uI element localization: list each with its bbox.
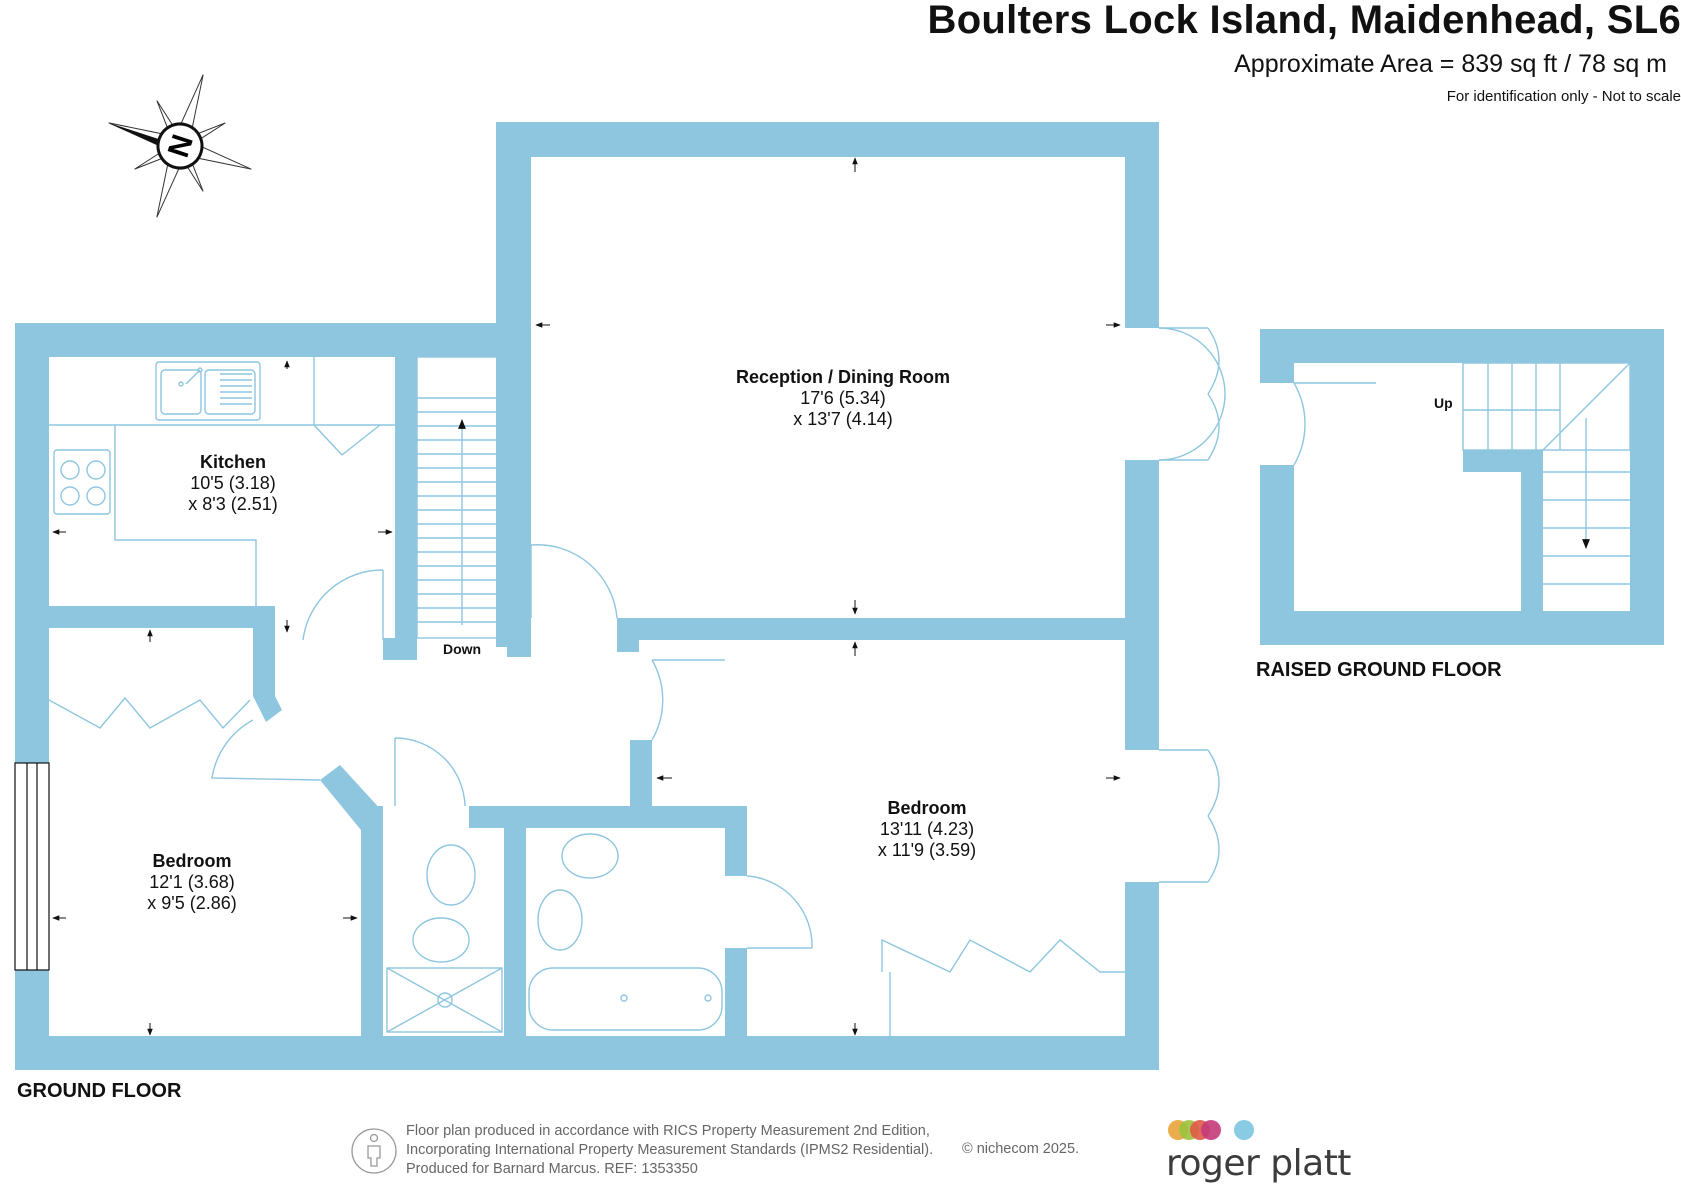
copyright-notice: © nichecom 2025. <box>962 1141 1080 1157</box>
compass-rose-icon <box>108 74 252 218</box>
approximate-area: Approximate Area = 839 sq ft / 78 sq m <box>1234 50 1667 78</box>
doors <box>211 327 1376 949</box>
dimension-arrows <box>52 157 1121 1036</box>
logo-dot <box>1234 1120 1254 1140</box>
footer-line: Floor plan produced in accordance with R… <box>406 1123 930 1139</box>
property-title: Boulters Lock Island, Maidenhead, SL6 <box>927 0 1681 42</box>
room-label-bedroom-left: Bedroom 12'1 (3.68) x 9'5 (2.86) <box>147 851 236 914</box>
bedroom-window <box>14 762 50 971</box>
fixtures <box>48 356 1631 1036</box>
room-dimension: x 11'9 (3.59) <box>877 840 977 860</box>
room-dimension: 13'11 (4.23) <box>879 819 975 839</box>
person-info-icon <box>351 1128 397 1174</box>
room-dimension: 17'6 (5.34) <box>800 388 886 408</box>
room-label-bedroom-right: Bedroom 13'11 (4.23) x 11'9 (3.59) <box>878 798 976 861</box>
room-label-kitchen: Kitchen 10'5 (3.18) x 8'3 (2.51) <box>188 452 277 515</box>
floor-label-raised: RAISED GROUND FLOOR <box>1256 659 1502 681</box>
footer-notice: Floor plan produced in accordance with R… <box>406 1122 933 1179</box>
ground-floor-walls <box>15 122 1159 1070</box>
stair-label-up: Up <box>1434 395 1453 411</box>
raised-floor-walls <box>1260 329 1664 645</box>
room-name: Bedroom <box>887 798 967 818</box>
room-name: Reception / Dining Room <box>736 367 950 387</box>
room-name: Bedroom <box>152 851 232 871</box>
floor-label-ground: GROUND FLOOR <box>17 1080 182 1102</box>
room-dimension: 12'1 (3.68) <box>149 872 235 892</box>
footer-line: Incorporating International Property Mea… <box>406 1142 934 1158</box>
agent-logo: roger platt <box>1166 1143 1351 1184</box>
scale-disclaimer: For identification only - Not to scale <box>1446 88 1681 105</box>
room-dimension: 10'5 (3.18) <box>190 473 276 493</box>
logo-dot <box>1201 1120 1221 1140</box>
room-dimension: x 13'7 (4.14) <box>793 409 893 429</box>
stair-arrows <box>458 418 1590 625</box>
room-name: Kitchen <box>199 452 267 472</box>
room-label-reception: Reception / Dining Room 17'6 (5.34) x 13… <box>736 367 950 430</box>
footer-line: Produced for Barnard Marcus. REF: 135335… <box>406 1161 698 1177</box>
room-dimension: x 8'3 (2.51) <box>188 494 278 514</box>
room-dimension: x 9'5 (2.86) <box>147 893 237 913</box>
stair-label-down: Down <box>443 641 482 657</box>
